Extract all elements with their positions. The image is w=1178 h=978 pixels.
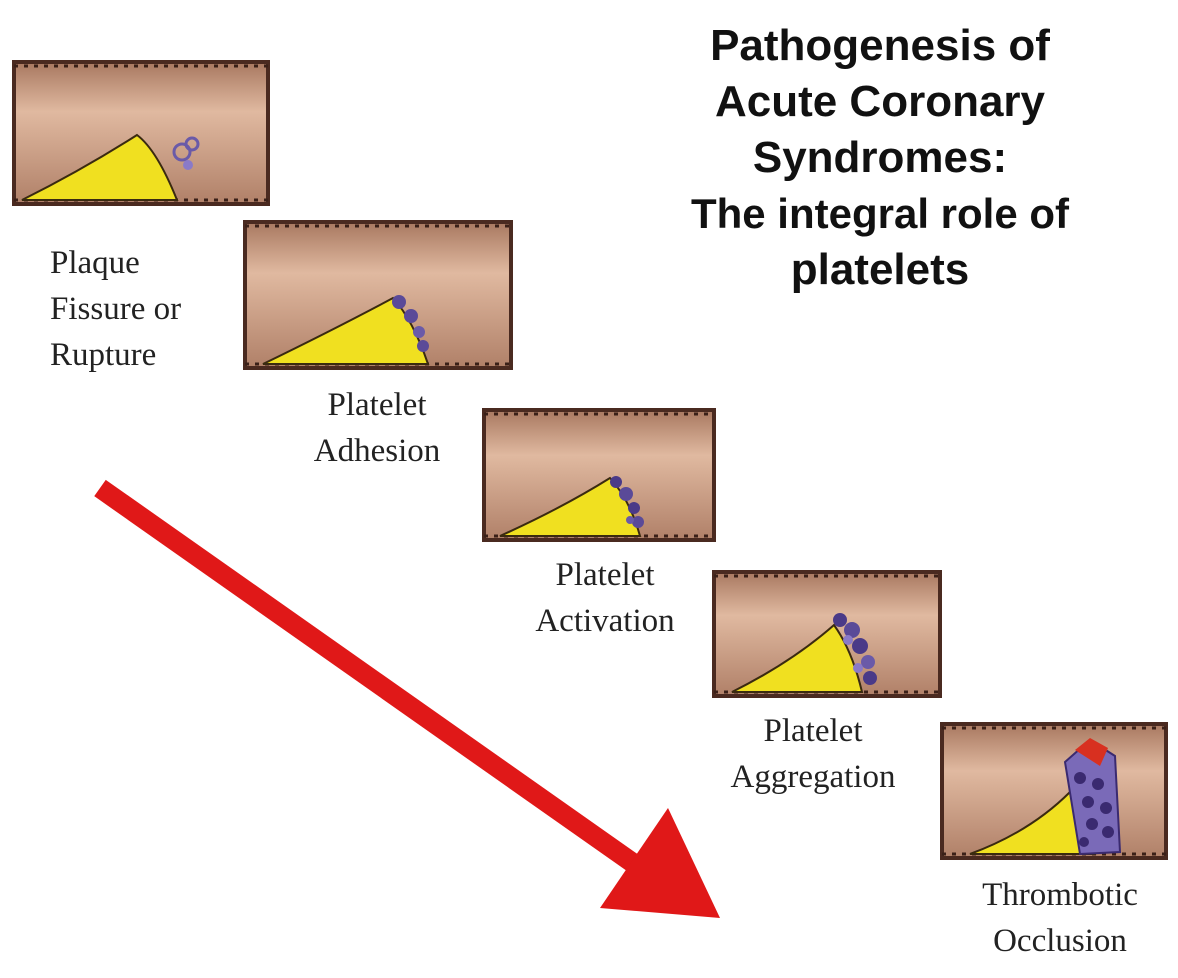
label-platelet-aggregation: Platelet Aggregation [698, 708, 928, 800]
label-platelet-activation-line-2: Activation [500, 598, 710, 644]
label-platelet-adhesion-line-1: Platelet [282, 382, 472, 428]
label-plaque-rupture-line-1: Plaque [50, 240, 181, 286]
vessel-platelet-aggregation-image [712, 570, 942, 698]
label-thrombotic-occlusion-line-2: Occlusion [950, 918, 1170, 964]
label-plaque-rupture-line-2: Fissure or [50, 286, 181, 332]
label-platelet-aggregation-line-2: Aggregation [698, 754, 928, 800]
label-platelet-adhesion: Platelet Adhesion [282, 382, 472, 474]
vessel-plaque-rupture-image [12, 60, 270, 206]
label-platelet-activation-line-1: Platelet [500, 552, 710, 598]
vessel-thrombotic-occlusion-image [940, 722, 1168, 860]
label-plaque-rupture-line-3: Rupture [50, 332, 181, 378]
label-plaque-rupture: Plaque Fissure or Rupture [50, 240, 181, 378]
vessel-platelet-adhesion-image [243, 220, 513, 370]
label-platelet-adhesion-line-2: Adhesion [282, 428, 472, 474]
vessel-platelet-activation-image [482, 408, 716, 542]
label-platelet-activation: Platelet Activation [500, 552, 710, 644]
label-thrombotic-occlusion: Thrombotic Occlusion [950, 872, 1170, 964]
label-platelet-aggregation-line-1: Platelet [698, 708, 928, 754]
label-thrombotic-occlusion-line-1: Thrombotic [950, 872, 1170, 918]
